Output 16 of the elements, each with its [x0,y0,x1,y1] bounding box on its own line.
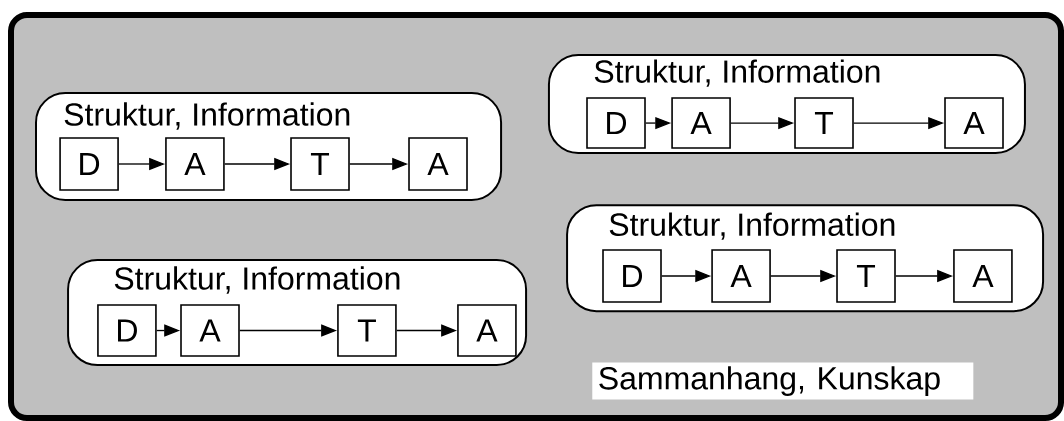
letter-box: A [408,137,468,191]
letter-box: A [165,137,225,191]
letter-box: D [602,249,662,303]
letter-box: A [711,249,771,303]
letter-box: T [337,304,397,357]
letter-box: T [794,97,854,149]
letter-box: D [586,97,646,149]
letter-box: T [836,249,896,303]
letter-box: A [457,304,517,357]
letter-box: D [59,137,119,191]
letter-box: D [97,304,157,357]
letter-box: A [944,97,1004,149]
letter-box: A [180,304,240,357]
letter-box: T [290,137,350,191]
letter-box: A [953,249,1013,303]
letter-box: A [671,97,731,149]
